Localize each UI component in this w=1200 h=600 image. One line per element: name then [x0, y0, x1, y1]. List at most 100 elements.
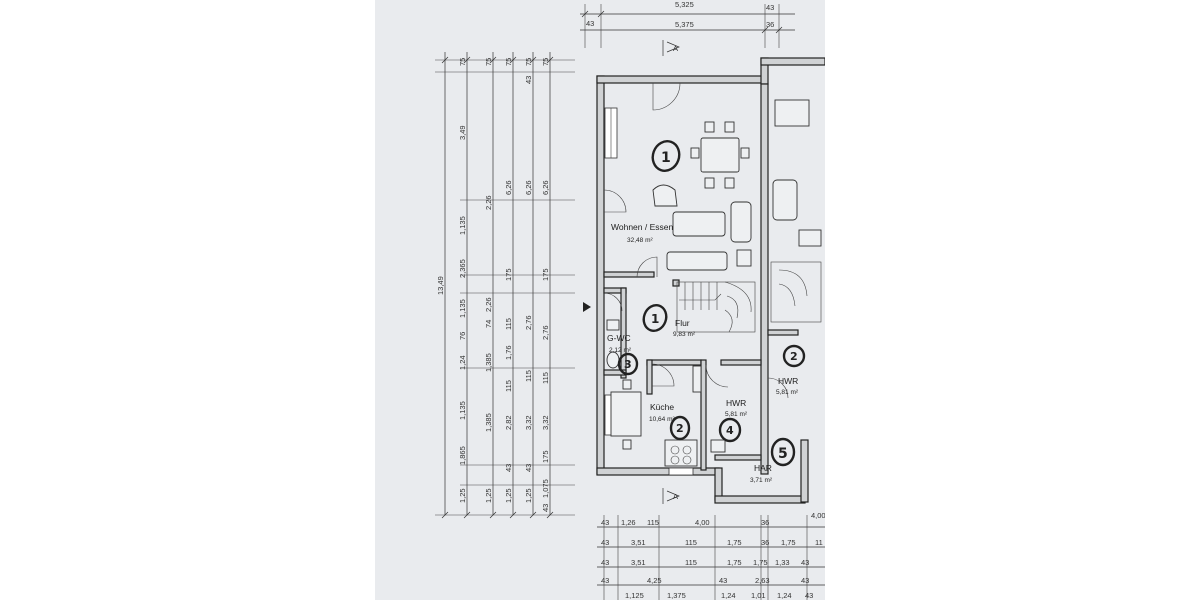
dim-bottom-r2-7: 11 [815, 538, 823, 547]
entrance-arrow [583, 302, 591, 312]
dim-top-wall-mid: 36 [766, 20, 774, 29]
dim-col4-1: 75 [504, 58, 513, 66]
dim-col5-4: 2,76 [524, 315, 533, 330]
room-area-hwr: 5,81 m² [725, 411, 748, 418]
dim-bottom-r4-1: 43 [601, 576, 609, 585]
dim-col6-5: 115 [541, 372, 550, 384]
dim-col4-4: 115 [504, 318, 513, 330]
dim-col6-8: 1,075 [541, 479, 550, 498]
room-area-hwr-2: 5,81 m² [776, 389, 799, 396]
dim-col5-1: 43 [524, 76, 533, 84]
dim-bottom-r3-2: 3,51 [631, 558, 646, 567]
dim-bottom-r3-4: 1,75 [727, 558, 742, 567]
dim-col6-3: 175 [541, 268, 550, 281]
dim-col2-6: 76 [458, 332, 467, 340]
dim-bottom-r5-2: 1,375 [667, 591, 686, 600]
dim-col4-2: 6,26 [504, 180, 513, 195]
dim-col3-6: 1,385 [484, 413, 493, 432]
room-label-hwr-2: HWR [778, 376, 798, 386]
section-label-bottom: A [673, 492, 678, 501]
room-label-hwr: HWR [726, 398, 746, 408]
dim-total-height: 13,49 [436, 276, 445, 295]
doors [603, 82, 789, 399]
room-label-wohnen: Wohnen / Essen [611, 222, 673, 232]
hand-mark-7: 5 [778, 446, 788, 462]
dim-bottom-r1-3: 115 [647, 518, 659, 527]
section-marker-bottom: A [662, 488, 680, 504]
bottom-dimension-chains: 43 1,26 115 4,00 36 4,00 43 3,51 115 1,7… [597, 511, 825, 600]
dim-col2-2: 3,49 [458, 125, 467, 140]
dim-bottom-r2-1: 43 [601, 538, 609, 547]
dim-col3-7: 1,25 [484, 488, 493, 503]
dim-col3-1: 75 [484, 58, 493, 66]
dim-bottom-r3-7: 43 [801, 558, 809, 567]
dim-top-width: 5,375 [675, 20, 694, 29]
hand-mark-1: 1 [661, 150, 671, 166]
hand-mark-6: 2 [790, 350, 798, 363]
living-room-furniture [652, 99, 822, 271]
dim-col2-5: 1,135 [458, 299, 467, 318]
dining-table [690, 121, 750, 189]
room-area-wc: 2,12 m² [609, 347, 632, 354]
room-area-wohnen: 32,48 m² [627, 237, 653, 244]
dim-col4-7: 2,82 [504, 415, 513, 430]
dim-bottom-r5-6: 43 [805, 591, 813, 600]
dim-col2-7: 1,24 [458, 355, 467, 370]
room-area-kueche: 10,64 m² [649, 416, 675, 423]
dim-col5-3: 6,26 [524, 180, 533, 195]
dim-bottom-r2-2: 3,51 [631, 538, 646, 547]
dim-bottom-r3-1: 43 [601, 558, 609, 567]
dim-bottom-r3-3: 115 [685, 558, 697, 567]
dim-col6-4: 2,76 [541, 325, 550, 340]
dim-bottom-r5-1: 1,125 [625, 591, 644, 600]
dim-bottom-r3-5: 1,75 [753, 558, 768, 567]
room-label-har: HAR [754, 463, 772, 473]
dim-bottom-r2-6: 1,75 [781, 538, 796, 547]
floor-plan-drawing: 5,325 5,375 43 43 36 A [435, 0, 825, 600]
dim-col3-5: 1,385 [484, 353, 493, 372]
dim-col4-9: 1,25 [504, 488, 513, 503]
dim-bottom-r1-2: 1,26 [621, 518, 636, 527]
dim-bottom-r5-4: 1,01 [751, 591, 766, 600]
room-label-flur: Flur [675, 318, 690, 328]
dim-bottom-r2-4: 1,75 [727, 538, 742, 547]
dim-bottom-r5-5: 1,24 [777, 591, 792, 600]
section-marker-top: A [662, 40, 680, 56]
dim-bottom-r3-6: 1,33 [775, 558, 790, 567]
dim-bottom-r4-5: 43 [801, 576, 809, 585]
room-area-har: 3,71 m² [750, 477, 773, 484]
dim-col3-4: 74 [484, 320, 493, 328]
dim-top-overall: 5,325 [675, 0, 694, 9]
dim-col6-9: 43 [541, 504, 550, 512]
wc-fixtures [606, 319, 620, 369]
dim-bottom-r1-1: 43 [601, 518, 609, 527]
dim-bottom-r1-4: 4,00 [695, 518, 710, 527]
room-label-kueche: Küche [650, 402, 674, 412]
dim-col5-6: 3,32 [524, 415, 533, 430]
dim-bottom-r2-5: 36 [761, 538, 769, 547]
hand-mark-2: 1 [651, 312, 659, 326]
dim-col5-5: 115 [524, 370, 533, 382]
windows [604, 107, 694, 476]
building-walls [596, 57, 825, 504]
dim-col4-6: 115 [504, 380, 513, 392]
dim-col6-7: 175 [541, 450, 550, 463]
dim-bottom-r1-6: 4,00 [811, 511, 825, 520]
dim-col4-8: 43 [504, 464, 513, 472]
dim-col2-8: 1,135 [458, 401, 467, 420]
dim-bottom-r4-4: 2,63 [755, 576, 770, 585]
hand-mark-5: 4 [726, 424, 734, 437]
staircase [676, 261, 822, 333]
dim-bottom-r4-2: 4,25 [647, 576, 662, 585]
dim-col6-6: 3,32 [541, 415, 550, 430]
dim-bottom-r1-5: 36 [761, 518, 769, 527]
dim-col2-4: 2,365 [458, 259, 467, 278]
plan-sheet: 5,325 5,375 43 43 36 A [375, 0, 825, 600]
dim-col4-3: 175 [504, 268, 513, 281]
dim-col3-3: 2,26 [484, 297, 493, 312]
dim-col6-1: 75 [541, 58, 550, 66]
dim-col2-3: 1,135 [458, 216, 467, 235]
dim-col5-8: 1,25 [524, 488, 533, 503]
section-label-top: A [673, 44, 678, 53]
dim-top-wall-right: 43 [766, 3, 774, 12]
